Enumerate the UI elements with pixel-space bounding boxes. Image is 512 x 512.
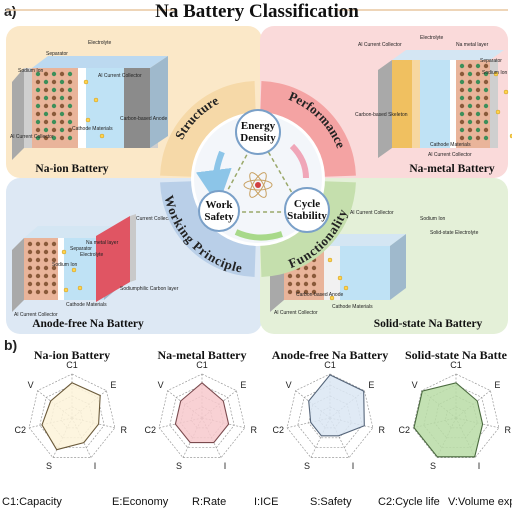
svg-text:Work: Work [206, 199, 234, 211]
component-label: Electrolyte [80, 252, 104, 258]
component-label: Al Current Collector [274, 310, 318, 316]
figure-title: Na Battery Classification [155, 1, 359, 22]
radar-axis-label: S [304, 461, 310, 471]
component-label: Carbon-based Skeleton [355, 112, 408, 118]
node-work-safety: Work Safety [199, 191, 239, 231]
caption-na-ion: Na-ion Battery [35, 163, 108, 175]
component-label: Electrolyte [88, 40, 112, 46]
radar-series-polygon [309, 375, 365, 436]
radar-axis-label: R [250, 425, 257, 435]
radar-axis-label: C2 [273, 425, 285, 435]
radar-axis-label: I [224, 461, 227, 471]
component-label: Separator [480, 58, 502, 64]
radar-axis-label: V [412, 380, 418, 390]
legend-entry: C2:Cycle life [378, 496, 440, 508]
radar-axis-label: I [352, 461, 355, 471]
panel-b-letter: b) [4, 337, 17, 353]
radar-series-polygon [42, 383, 100, 450]
panel-a-letter: a) [4, 3, 16, 19]
radar-axis-label: R [120, 425, 127, 435]
radar-series-polygon [414, 383, 483, 457]
radar-axis-label: E [110, 380, 116, 390]
axis-legend: C1:Capacity E:Economy R:Rate I:ICE S:Safety C… [2, 496, 512, 508]
node-energy-density: Energy Density [236, 110, 280, 154]
component-label: Sodium Ion [18, 68, 44, 74]
caption-anode-free: Anode-free Na Battery [32, 318, 144, 330]
radar-axis-label: C2 [15, 425, 27, 435]
radar-axis-label: I [94, 461, 97, 471]
svg-text:Density: Density [240, 132, 276, 144]
radar-axis-label: S [46, 461, 52, 471]
radar-axis-label: I [478, 461, 481, 471]
svg-text:Stability: Stability [287, 210, 327, 222]
radar-axis-label: E [368, 380, 374, 390]
radar-axis-label: C1 [196, 360, 208, 370]
component-label: Cathode Materials [66, 302, 107, 308]
legend-entry: I:ICE [254, 496, 278, 508]
legend-entry: V:Volume expar [448, 496, 512, 508]
radar-axis-label: C1 [66, 360, 78, 370]
radar-axis-label: E [494, 380, 500, 390]
radar-axis-label: R [378, 425, 385, 435]
radar-axis-label: C1 [324, 360, 336, 370]
legend-entry: S:Safety [310, 496, 352, 508]
component-label: Carbon-based Anode [120, 116, 167, 122]
radar-axis-label: S [430, 461, 436, 471]
component-label: Cathode Materials [72, 126, 113, 132]
component-label: Cathode Materials [332, 304, 373, 310]
component-label: Sodium Ion [52, 262, 78, 268]
radar-axis-label: V [286, 380, 292, 390]
component-label: Al Current Collector [98, 73, 142, 79]
component-label: Carbon-based Anode [296, 292, 343, 298]
node-cycle-stability: Cycle Stability [285, 188, 329, 232]
radar-axis-label: R [504, 425, 511, 435]
radar-chart: Na-ion BatteryC1ERISC2V [15, 348, 128, 471]
component-label: Solid-state Electrolyte [430, 230, 479, 236]
component-label: Separator [46, 51, 68, 57]
component-label: Sodiumphilic Carbon layer [120, 286, 179, 292]
component-label: Al Current Collector [428, 152, 472, 158]
component-label: Separator [70, 246, 92, 252]
caption-solid-state: Solid-state Na Battery [374, 318, 483, 330]
component-label: Electrolyte [420, 35, 444, 41]
legend-entry: R:Rate [192, 496, 226, 508]
svg-text:Energy: Energy [241, 120, 276, 132]
component-label: Sodium Ion [420, 216, 446, 222]
radar-axis-label: C2 [399, 425, 411, 435]
radar-chart: Anode-free Na BatteryC1ERISC2V [272, 348, 388, 471]
radar-axis-label: V [28, 380, 34, 390]
component-label: Na metal layer [456, 42, 489, 48]
radar-axis-label: V [158, 380, 164, 390]
radar-axis-label: C1 [450, 360, 462, 370]
component-label: Al Current Collector [350, 210, 394, 216]
component-label: Al Current Collector [358, 42, 402, 48]
radar-axis-label: E [240, 380, 246, 390]
component-label: Cathode Materials [430, 142, 471, 148]
component-label: Al Current Collector [10, 134, 54, 140]
radar-series-polygon [175, 383, 228, 443]
caption-na-metal: Na-metal Battery [409, 163, 495, 175]
legend-entry: C1:Capacity [2, 496, 62, 508]
legend-entry: E:Economy [112, 496, 169, 508]
svg-text:Cycle: Cycle [294, 198, 320, 210]
svg-text:Safety: Safety [204, 211, 234, 223]
radar-axis-label: C2 [145, 425, 157, 435]
component-label: Sodium Ion [482, 70, 508, 76]
radar-axis-label: S [176, 461, 182, 471]
